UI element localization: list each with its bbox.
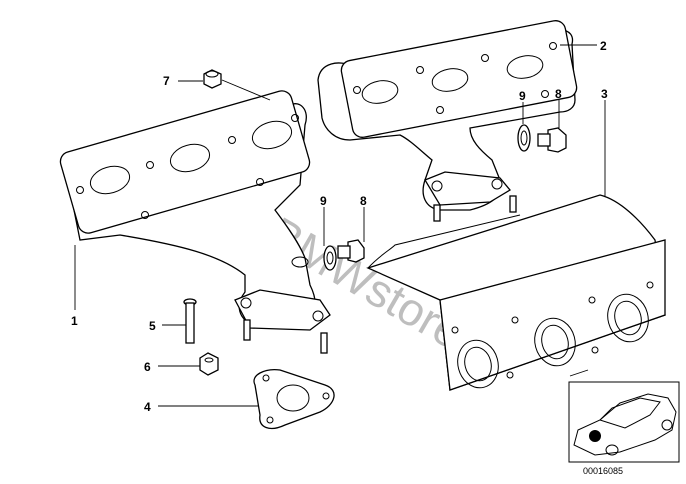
- callout-9-front[interactable]: 9: [320, 194, 327, 208]
- stud-bolt-5[interactable]: [183, 298, 197, 344]
- nut-7[interactable]: [203, 69, 222, 89]
- screw-plug-8-front[interactable]: [337, 239, 365, 263]
- exhaust-manifold-front[interactable]: [58, 89, 331, 354]
- callout-1[interactable]: 1: [71, 314, 78, 328]
- heat-shield-gasket[interactable]: [366, 194, 666, 392]
- gasket-4[interactable]: [253, 369, 335, 429]
- screw-plug-8-rear[interactable]: [537, 127, 567, 153]
- car-icon: [573, 393, 677, 456]
- callout-2[interactable]: 2: [600, 39, 607, 53]
- callout-8-front[interactable]: 8: [360, 194, 367, 208]
- callout-7[interactable]: 7: [163, 74, 170, 88]
- vehicle-location-thumbnail: [568, 369, 680, 463]
- callout-3[interactable]: 3: [601, 87, 608, 101]
- callout-5[interactable]: 5: [149, 319, 156, 333]
- callout-9-rear[interactable]: 9: [519, 89, 526, 103]
- callout-6[interactable]: 6: [144, 360, 151, 374]
- washer-9-front[interactable]: [323, 245, 337, 271]
- part-number: 00016085: [583, 466, 623, 476]
- callout-4[interactable]: 4: [144, 400, 151, 414]
- exhaust-manifold-rear[interactable]: [317, 19, 578, 222]
- callout-8-rear[interactable]: 8: [555, 87, 562, 101]
- location-marker: [589, 430, 601, 442]
- nut-6[interactable]: [199, 352, 219, 376]
- leader-7-b: [221, 79, 271, 101]
- washer-9-rear[interactable]: [517, 124, 531, 152]
